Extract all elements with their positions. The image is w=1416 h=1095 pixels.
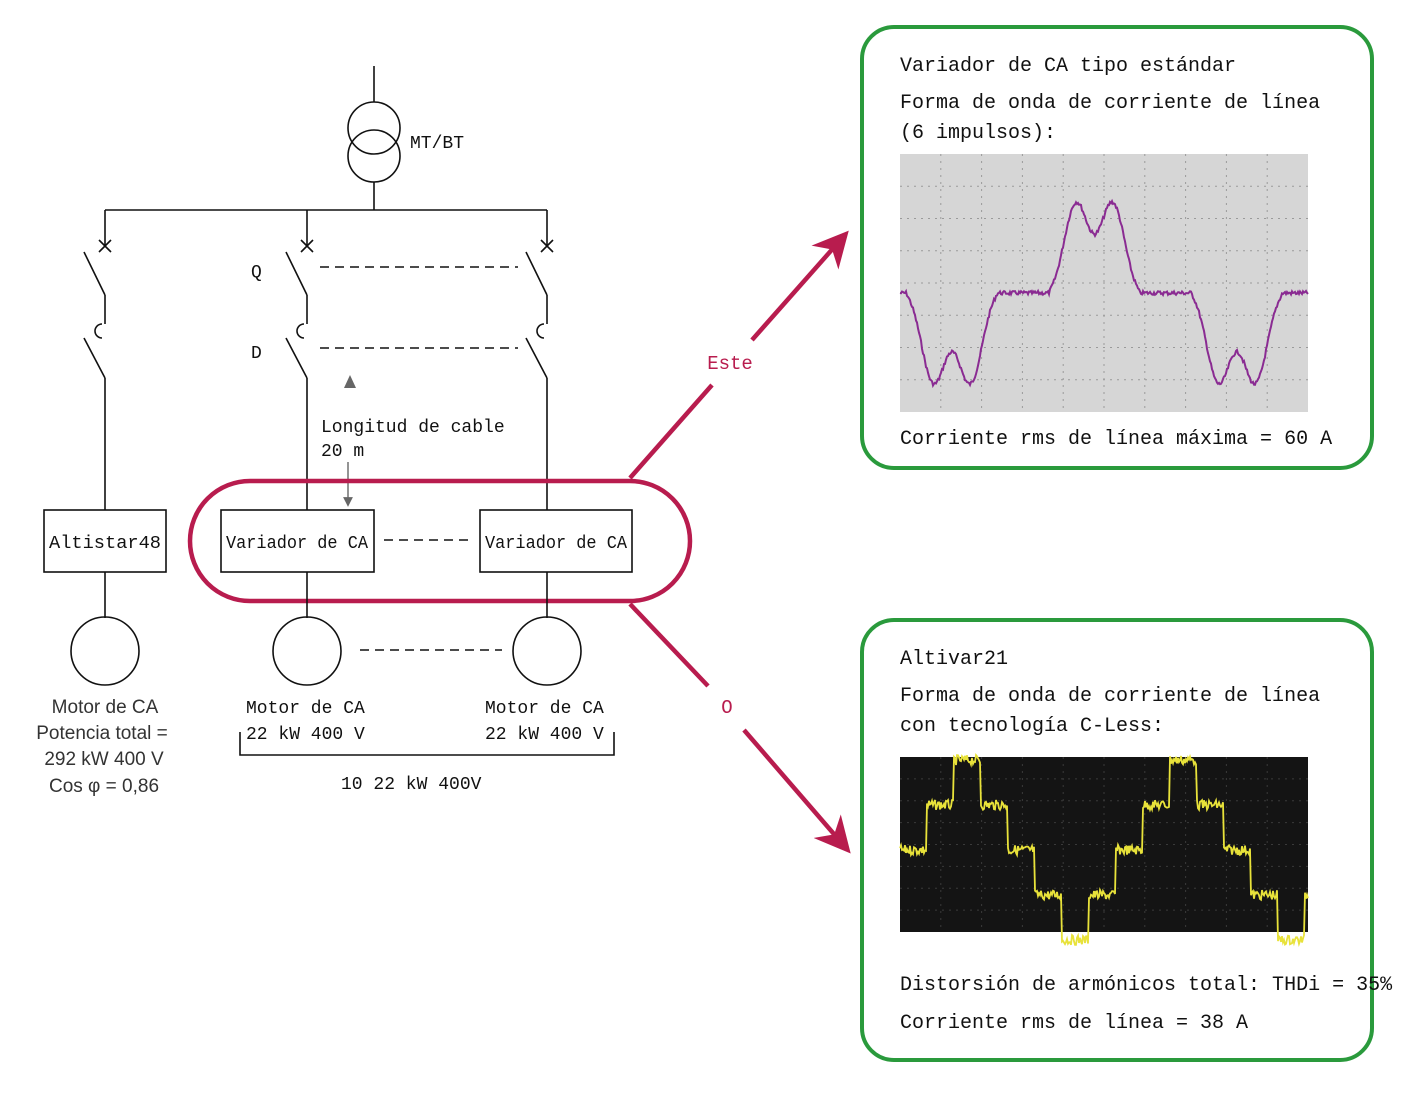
drive-box-right bbox=[479, 509, 633, 573]
feeder-right bbox=[525, 210, 554, 510]
feeder-middle bbox=[285, 210, 314, 510]
panel-bottom-footer-2: Corriente rms de línea = 38 A bbox=[900, 1012, 1248, 1035]
motor-right-symbol bbox=[512, 616, 582, 686]
middle-motor-line-1: Motor de CA bbox=[246, 699, 365, 719]
panel-bottom-footer-1: Distorsión de armónicos total: THDi = 35… bbox=[900, 974, 1393, 997]
label-d: D bbox=[251, 344, 262, 364]
scope-bottom-trace bbox=[899, 752, 1309, 947]
panel-top-subtitle-2: (6 impulsos): bbox=[900, 122, 1056, 145]
panel-top-footer: Corriente rms de línea máxima = 60 A bbox=[900, 428, 1332, 451]
upper-arrow bbox=[628, 230, 849, 480]
upper-arrow-label: Este bbox=[707, 353, 753, 375]
group-bracket bbox=[239, 732, 615, 756]
panel-top-subtitle-1: Forma de onda de corriente de línea bbox=[900, 92, 1320, 115]
lower-arrow-label: O bbox=[721, 697, 732, 719]
label-q: Q bbox=[251, 263, 262, 283]
left-motor-line-4: Cos φ = 0,86 bbox=[49, 776, 159, 797]
middle-motor-line-2: 22 kW 400 V bbox=[246, 725, 365, 745]
drive-label-left: Variador de CA bbox=[226, 534, 368, 554]
drive-box-left bbox=[220, 509, 375, 573]
transformer-label: MT/BT bbox=[410, 134, 464, 154]
cable-length-line-1: Longitud de cable bbox=[321, 418, 505, 438]
right-motor-line-1: Motor de CA bbox=[485, 699, 604, 719]
drive-label-right: Variador de CA bbox=[485, 534, 627, 554]
transformer-symbol bbox=[347, 66, 401, 210]
scope-top-trace bbox=[899, 198, 1309, 389]
motor-middle-symbol bbox=[272, 616, 342, 686]
cable-arrow-up bbox=[344, 375, 356, 388]
left-motor-line-2: Potencia total = bbox=[36, 723, 168, 744]
scope-bottom-grid bbox=[900, 757, 1308, 932]
panel-bottom-title: Altivar21 bbox=[900, 648, 1008, 671]
panel-bottom-subtitle-2: con tecnología C-Less: bbox=[900, 715, 1164, 738]
scope-top-grid bbox=[900, 154, 1308, 412]
altistart-label: Altistar48 bbox=[49, 534, 161, 554]
left-motor-line-1: Motor de CA bbox=[52, 697, 159, 718]
cable-length-line-2: 20 m bbox=[321, 442, 364, 462]
group-note: 10 22 kW 400V bbox=[341, 775, 482, 795]
panel-top-title: Variador de CA tipo estándar bbox=[900, 55, 1236, 78]
feeder-left bbox=[83, 210, 112, 510]
right-motor-line-2: 22 kW 400 V bbox=[485, 725, 604, 745]
drives-highlight-ring bbox=[187, 478, 693, 604]
panel-bottom-subtitle-1: Forma de onda de corriente de línea bbox=[900, 685, 1320, 708]
left-motor-line-3: 292 kW 400 V bbox=[44, 749, 164, 770]
lower-arrow bbox=[628, 602, 851, 854]
motor-left-symbol bbox=[70, 616, 140, 686]
